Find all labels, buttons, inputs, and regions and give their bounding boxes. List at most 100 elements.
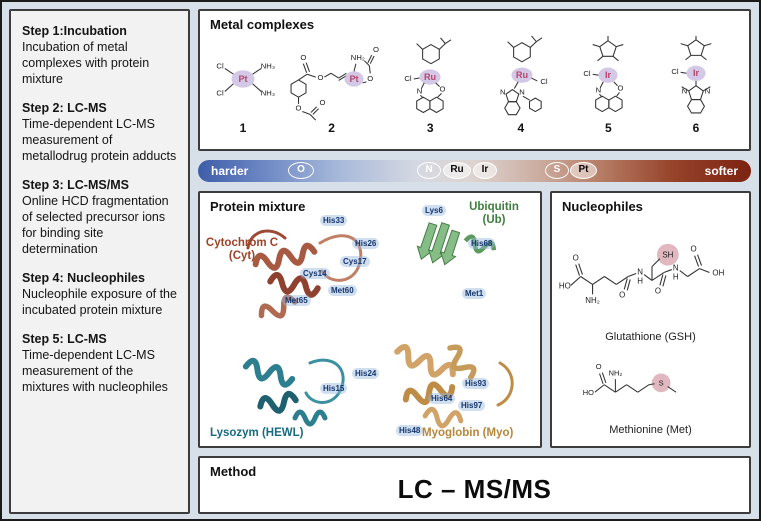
atom-label: N — [519, 87, 525, 96]
donor-marker-n: N — [417, 162, 441, 179]
metal-highlight — [344, 71, 364, 87]
methionine-caption: Methionine (Met) — [609, 424, 692, 436]
compound-3: Ru Cl N O 3 — [385, 35, 475, 135]
step-2: Step 2: LC-MS Time-dependent LC-MS measu… — [22, 100, 177, 164]
method-panel: Method LC – MS/MS — [198, 456, 751, 514]
compound-4: Ru Cl N N 4 — [476, 35, 566, 135]
residue-label-met60: Met60 — [328, 285, 357, 296]
atom-label: O — [300, 53, 306, 62]
metal-label: Pt — [238, 74, 247, 84]
atom-label: O — [691, 245, 697, 254]
atom-label: O — [373, 45, 379, 54]
atom-label: NH₂ — [609, 368, 623, 377]
atom-label: H — [637, 276, 643, 285]
atom-label: N — [705, 86, 711, 95]
atom-label: Cl — [216, 88, 224, 97]
atom-label: O — [317, 73, 323, 82]
method-title: Method — [210, 464, 257, 479]
compound-number: 3 — [426, 121, 434, 135]
atom-label: O — [618, 83, 624, 92]
cyt-name-line1: Cytochrom C — [205, 237, 279, 249]
compound-number: 6 — [692, 121, 700, 135]
glutathione-structure: HO O NH₂ O N H SH O N H O OH — [559, 243, 725, 305]
step-2-description: Time-dependent LC-MS measurement of meta… — [22, 117, 177, 163]
ir-cp-quinolinol-structure: Ir Cl N O — [584, 35, 624, 113]
atom-label: Cl — [584, 69, 592, 78]
atom-label: OH — [712, 269, 724, 278]
pt-ester-structure: O O Pt NH₂ O O O — [290, 45, 379, 121]
step-1: Step 1:Incubation Incubation of metal co… — [22, 23, 177, 87]
residue-label-his64: His64 — [428, 393, 456, 404]
ub-name-line1: Ubiquitin — [469, 201, 519, 213]
step-2-title: Step 2: LC-MS — [22, 101, 107, 115]
residue-label-met1: Met1 — [462, 288, 487, 299]
metal-complexes-panel: Metal complexes Cl Cl NH₃ NH₃ Pt 1 — [198, 9, 751, 151]
compound-5: Ir Cl N O 5 — [566, 35, 650, 135]
thiol-highlight — [656, 243, 679, 266]
atom-label: O — [619, 290, 625, 299]
metal-marker-ir: Ir — [473, 162, 497, 179]
residue-label-his68: His68 — [468, 238, 496, 249]
step-4: Step 4: Nucleophiles Nucleophile exposur… — [22, 270, 177, 318]
metal-marker-ru: Ru — [443, 162, 471, 179]
atom-label: O — [655, 286, 661, 295]
residue-label-his26: His26 — [352, 238, 380, 249]
softer-label: softer — [704, 164, 738, 178]
metal-highlight — [686, 65, 706, 81]
atom-label: O — [573, 254, 579, 263]
residue-label-his33: His33 — [320, 215, 348, 226]
protein-mixture-title: Protein mixture — [210, 199, 306, 214]
ub-name-line2: (Ub) — [482, 214, 506, 227]
step-5-description: Time-dependent LC-MS measurement of the … — [22, 348, 168, 394]
cisplatin-structure: Cl Cl NH₃ NH₃ Pt — [216, 61, 275, 97]
step-5-title: Step 5: LC-MS — [22, 332, 107, 346]
compound-2: O O Pt NH₂ O O O — [279, 35, 385, 135]
residue-label-his97: His97 — [458, 400, 486, 411]
donor-marker-o: O — [288, 162, 314, 179]
hardness-softness-scale: harder O N Ru Ir S Pt softer — [198, 160, 751, 182]
residue-label-his48: His48 — [396, 425, 424, 436]
atom-label: N — [682, 86, 688, 95]
atom-label: O — [440, 84, 446, 93]
atom-label: N — [596, 85, 602, 94]
metal-label: Ru — [516, 70, 528, 80]
step-3-title: Step 3: LC-MS/MS — [22, 178, 129, 192]
atom-label: NH₃ — [261, 61, 275, 70]
metal-highlight — [419, 69, 441, 85]
atom-label: Cl — [405, 74, 413, 83]
metal-highlight — [231, 70, 255, 88]
step-1-description: Incubation of metal complexes with prote… — [22, 40, 150, 86]
step-4-description: Nucleophile exposure of the incubated pr… — [22, 287, 177, 317]
atom-label: O — [295, 104, 301, 113]
atom-label: Cl — [671, 67, 679, 76]
step-4-title: Step 4: Nucleophiles — [22, 271, 145, 285]
cyt-name-line2: (Cyt) — [228, 250, 256, 263]
metal-label: Pt — [349, 74, 358, 84]
atom-label: HO — [583, 388, 594, 397]
compound-number: 2 — [328, 121, 335, 135]
protein-ribbon-art — [242, 222, 514, 429]
residue-label-met65: Met65 — [282, 295, 311, 306]
atom-label: O — [596, 362, 602, 371]
lysozyme-name: Lysozym (HEWL) — [210, 427, 304, 439]
metal-label: Ir — [693, 68, 700, 78]
atom-label: N — [500, 87, 506, 96]
step-5: Step 5: LC-MS Time-dependent LC-MS measu… — [22, 331, 177, 395]
ubiquitin-name: Ubiquitin (Ub) — [452, 201, 536, 227]
donor-marker-s: S — [545, 162, 569, 179]
compound-number: 4 — [517, 121, 525, 135]
nucleophiles-panel: Nucleophiles HO O NH₂ O N H SH O N H — [550, 191, 751, 448]
metal-label: Ir — [605, 70, 612, 80]
atom-label: Cl — [540, 77, 548, 86]
metal-marker-pt: Pt — [570, 162, 597, 179]
metal-highlight — [511, 67, 533, 83]
cytochrome-c-name: Cytochrom C (Cyt) — [204, 237, 280, 263]
residue-label-cys17: Cys17 — [340, 256, 370, 267]
ru-arene-quinolinol-structure: Ru Cl N O — [405, 37, 452, 114]
cytochrome-c-ribbon — [246, 229, 363, 319]
atom-label: O — [367, 74, 373, 83]
ir-cp-nhc-structure: Ir Cl N N — [671, 35, 712, 114]
atom-label: Cl — [216, 61, 224, 70]
metal-complexes-title: Metal complexes — [210, 17, 315, 32]
ubiquitin-ribbon — [416, 222, 497, 266]
